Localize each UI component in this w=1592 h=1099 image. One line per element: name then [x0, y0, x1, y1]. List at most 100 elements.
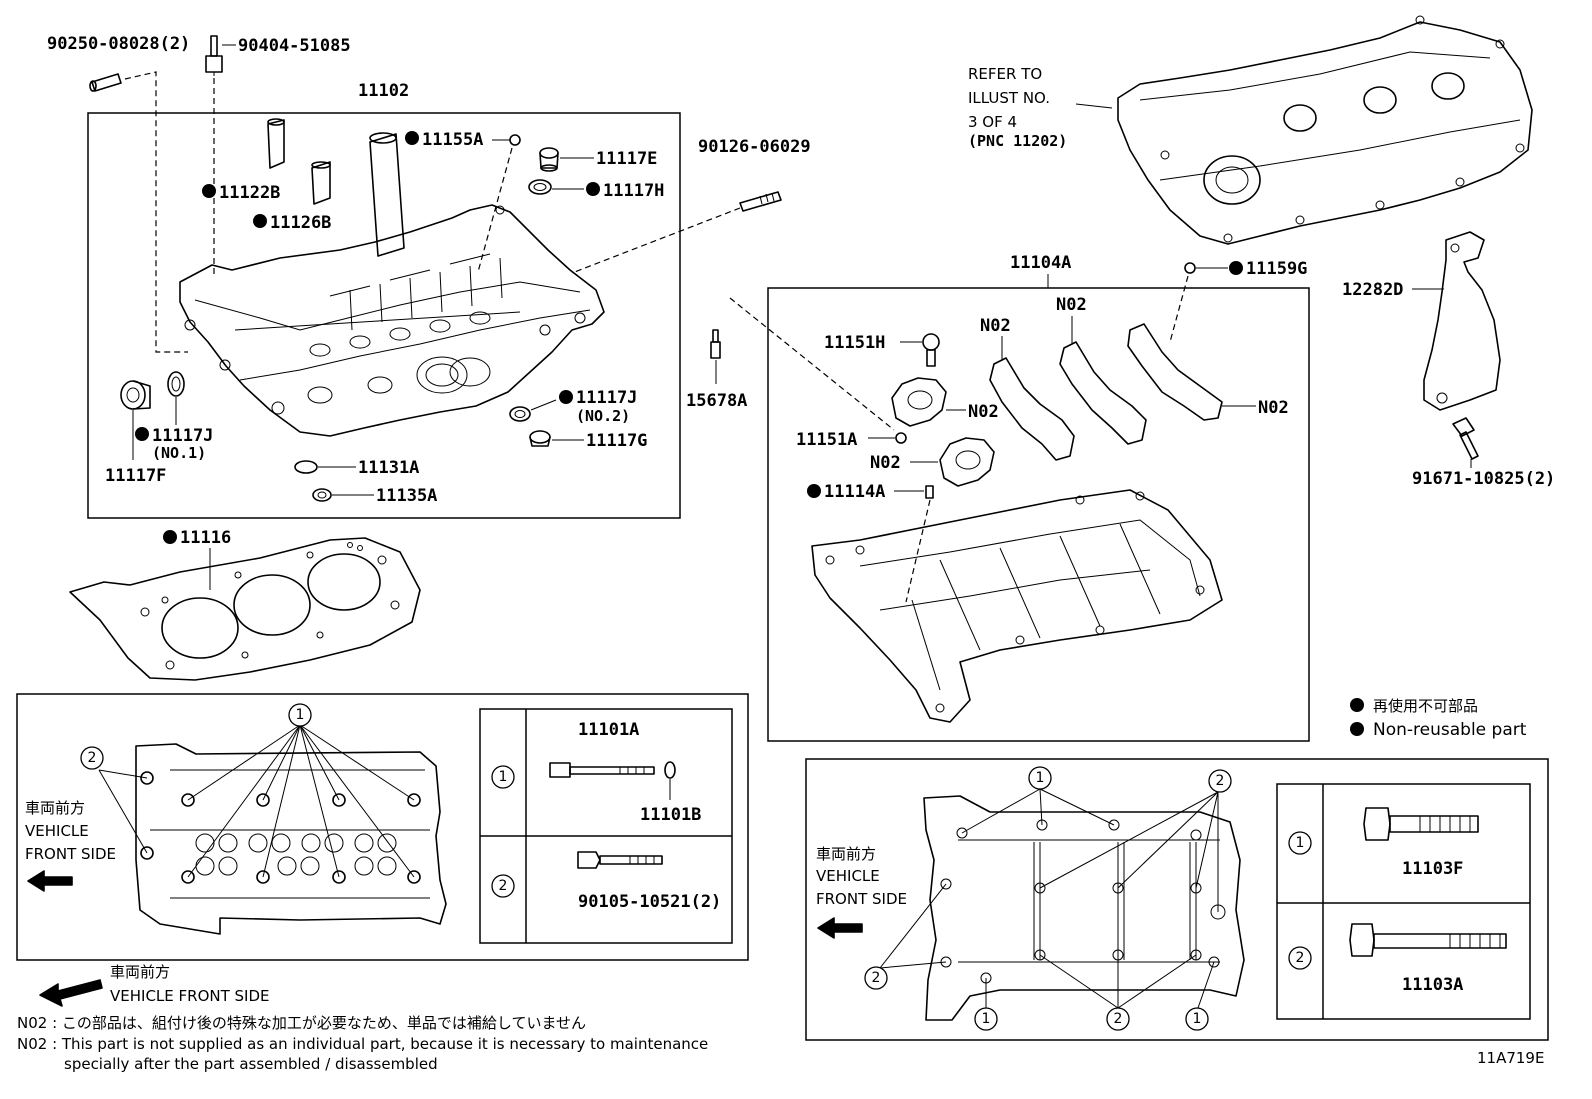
label-11101A: 11101A: [578, 720, 639, 740]
washer-11101B[interactable]: [664, 761, 676, 779]
label-11151A: 11151A: [796, 430, 857, 450]
housing-bolt-section: 車両前方 VEHICLE FRONT SIDE: [805, 758, 1549, 1041]
pin-11114A[interactable]: [925, 485, 934, 499]
head-cover-section: REFER TO ILLUST NO. 3 OF 4 (PNC 11202): [968, 15, 1533, 245]
bottom-notes: 車両前方 VEHICLE FRONT SIDE N02 : この部品は、組付け後…: [17, 963, 1544, 1073]
bolt-90105[interactable]: [577, 851, 663, 869]
front-arrow-icon-3: [39, 979, 103, 1007]
plug-11131A[interactable]: [294, 460, 318, 474]
camshaft-housing[interactable]: [811, 489, 1223, 723]
gasket-11117J-no2[interactable]: [509, 406, 531, 422]
note-n02-en1: N02 : This part is not supplied as an in…: [17, 1035, 708, 1053]
vehicle-front-jp-1: 車両前方: [25, 799, 85, 817]
plug-11159G[interactable]: [1184, 262, 1196, 274]
label-n02-1: N02: [968, 402, 999, 422]
bearing-cap-3[interactable]: [989, 357, 1075, 461]
housing-callout-2b: 2: [872, 970, 881, 986]
label-11103A: 11103A: [1402, 975, 1463, 995]
callout-2-circle: [80, 746, 104, 770]
label-11135A: 11135A: [376, 486, 437, 506]
plug-11117E[interactable]: [539, 147, 559, 172]
bearing-cap-5[interactable]: [1127, 323, 1223, 421]
plug-11151A[interactable]: [895, 432, 907, 444]
callout-2-text: 2: [88, 750, 97, 766]
plug-11155A[interactable]: [509, 134, 521, 146]
tube-11102[interactable]: [369, 132, 405, 257]
label-91671: 91671-10825(2): [1412, 469, 1555, 489]
gasket-11117H[interactable]: [528, 179, 552, 195]
guide-11126B[interactable]: [311, 161, 331, 205]
bracket-12282D[interactable]: [1423, 231, 1501, 411]
label-90126: 90126-06029: [698, 137, 811, 157]
front-arrow-icon: [27, 870, 73, 892]
refer-line4: (PNC 11202): [968, 132, 1067, 150]
refer-line3: 3 OF 4: [968, 113, 1017, 131]
label-11104A: 11104A: [1010, 253, 1071, 273]
bolt-15678A[interactable]: [710, 329, 721, 359]
label-11101B: 11101B: [640, 805, 701, 825]
note-n02-en2: specially after the part assembled / dis…: [64, 1055, 438, 1073]
housing-callout-1c: 1: [1193, 1011, 1202, 1027]
label-11117G: 11117G: [586, 431, 647, 451]
housing-callout-leaders: [879, 788, 1219, 1009]
label-12282D: 12282D: [1342, 280, 1403, 300]
bracket-section: 12282D 91671-10825(2): [1342, 231, 1555, 489]
guide-11122B[interactable]: [267, 118, 285, 169]
bearing-cap-1[interactable]: [891, 377, 947, 427]
legend: 再使用不可部品 Non-reusable part: [1350, 697, 1527, 740]
stud-90126[interactable]: [739, 191, 782, 212]
label-11117J-no2: 11117J: [576, 388, 637, 408]
legend-jp: 再使用不可部品: [1373, 697, 1478, 715]
housing-bolt-table: 1 2 11103F 11103A: [1276, 783, 1531, 1020]
housing-table-row1-index: 1: [1296, 835, 1305, 851]
camshaft-housing-box: [767, 287, 1310, 742]
housing-plan-view: [923, 795, 1245, 1021]
bolt-11151H[interactable]: [922, 333, 940, 367]
plug-11117G[interactable]: [529, 430, 551, 447]
camshaft-housing-section: 11104A 11159G 15678A 11151H 11151A 11114…: [686, 253, 1310, 742]
housing-callout-2c: 2: [1114, 1011, 1123, 1027]
gasket-11117J-no1[interactable]: [167, 371, 185, 397]
plug-11117F[interactable]: [120, 380, 151, 410]
label-11102: 11102: [358, 81, 409, 101]
callout-1-leaders: [98, 724, 415, 878]
label-11103F: 11103F: [1402, 859, 1463, 879]
bolt-11103F[interactable]: [1363, 807, 1479, 841]
bolt-11103A[interactable]: [1349, 923, 1507, 957]
pin-90250[interactable]: [89, 73, 122, 92]
label-15678A: 15678A: [686, 391, 747, 411]
refer-line1: REFER TO: [968, 65, 1042, 83]
label-11117J-no2-note: (NO.2): [576, 407, 630, 425]
stud-90404[interactable]: [205, 35, 223, 76]
label-11114A: 11114A: [824, 482, 885, 502]
label-11151H: 11151H: [824, 333, 885, 353]
head-gasket-11116[interactable]: [69, 537, 421, 681]
cylinder-head[interactable]: [179, 204, 605, 437]
label-11126B: 11126B: [270, 213, 331, 233]
label-11117F: 11117F: [105, 466, 166, 486]
label-n02-4: N02: [1056, 295, 1087, 315]
vehicle-front-en1-1: VEHICLE: [25, 822, 89, 840]
cylinder-head-box: [87, 112, 681, 519]
head-cover[interactable]: [1117, 15, 1533, 245]
vehicle-front-jp-2: 車両前方: [816, 845, 876, 863]
bearing-cap-2[interactable]: [939, 437, 995, 487]
label-11122B: 11122B: [219, 183, 280, 203]
label-11117J-no1-note: (NO.1): [152, 444, 206, 462]
housing-callout-1b: 1: [982, 1011, 991, 1027]
label-11159G: 11159G: [1246, 259, 1307, 279]
bearing-cap-4[interactable]: [1059, 341, 1147, 445]
label-n02-2: N02: [870, 453, 901, 473]
head-plan-view: [135, 743, 447, 935]
label-n02-3: N02: [980, 316, 1011, 336]
label-11155A: 11155A: [422, 130, 483, 150]
housing-callout-1a: 1: [1036, 770, 1045, 786]
vehicle-front-en2-1: FRONT SIDE: [25, 845, 116, 863]
head-bolt-section: 車両前方 VEHICLE FRONT SIDE: [16, 693, 749, 961]
note-n02-jp: N02 : この部品は、組付け後の特殊な加工が必要なため、単品では補給していませ…: [17, 1014, 586, 1032]
seal-11135A[interactable]: [312, 488, 332, 502]
bolt-11101A[interactable]: [549, 762, 655, 778]
label-11117J-no1: 11117J: [152, 426, 213, 446]
bolt-91671[interactable]: [1452, 417, 1479, 460]
label-90105: 90105-10521(2): [578, 892, 721, 912]
